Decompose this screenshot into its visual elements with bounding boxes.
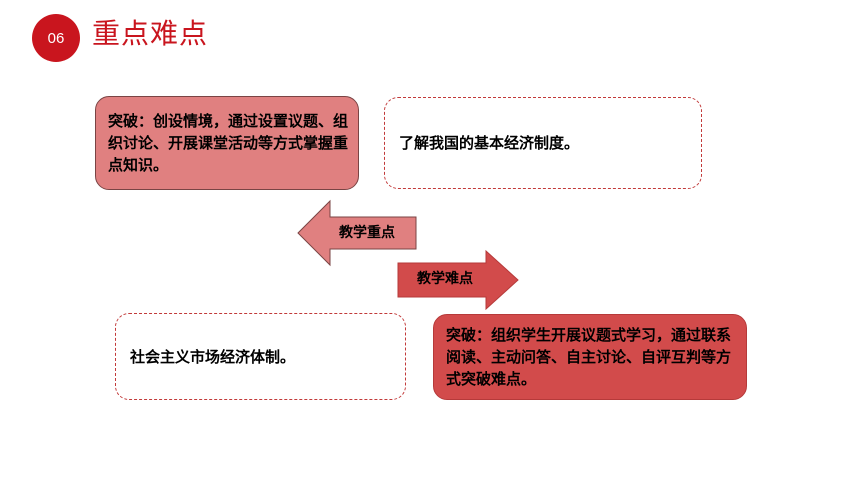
- difficult-point-box: 社会主义市场经济体制。: [115, 313, 406, 400]
- breakthrough-difficult-text: 突破：组织学生开展议题式学习，通过联系阅读、主动问答、自主讨论、自评互判等方式突…: [446, 326, 732, 388]
- key-point-text: 了解我国的基本经济制度。: [399, 134, 580, 152]
- arrow-key-label: 教学重点: [339, 225, 395, 241]
- difficult-point-text: 社会主义市场经济体制。: [130, 347, 296, 366]
- breakthrough-difficult-box: 突破：组织学生开展议题式学习，通过联系阅读、主动问答、自主讨论、自评互判等方式突…: [433, 314, 747, 400]
- page-title: 重点难点: [92, 17, 209, 50]
- breakthrough-key-box: 突破：创设情境，通过设置议题、组织讨论、开展课堂活动等方式掌握重点知识。: [95, 96, 359, 190]
- arrow-difficult-label: 教学难点: [417, 271, 473, 287]
- section-number-badge: 06: [32, 14, 80, 62]
- arrow-right-difficult-point: [397, 249, 519, 311]
- arrow-left-key-point: [297, 199, 417, 267]
- breakthrough-key-text: 突破：创设情境，通过设置议题、组织讨论、开展课堂活动等方式掌握重点知识。: [108, 112, 349, 174]
- key-point-box: 了解我国的基本经济制度。: [384, 97, 702, 189]
